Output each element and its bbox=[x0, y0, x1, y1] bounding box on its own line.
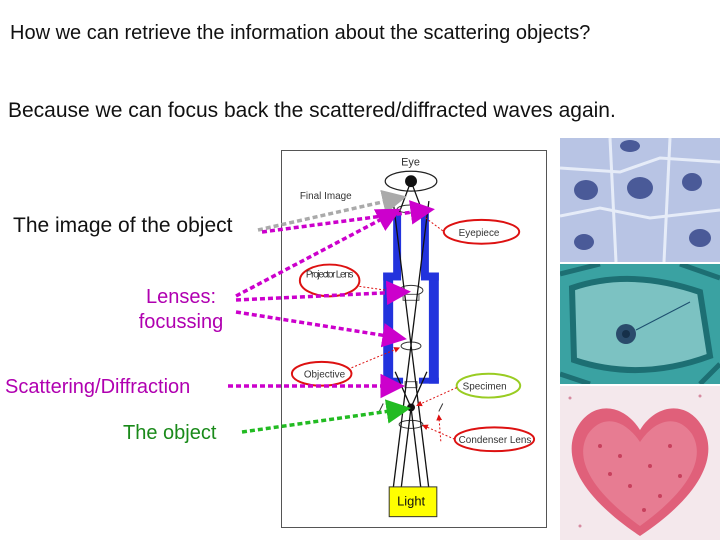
specimen-slide-right bbox=[438, 403, 444, 412]
light-label: Light bbox=[397, 494, 425, 509]
tube-right-lower bbox=[428, 272, 439, 384]
arrow-final-image bbox=[257, 189, 407, 232]
projector-label: Projector Lens bbox=[306, 269, 354, 280]
objective-label: Objective bbox=[304, 370, 346, 381]
projector-oval bbox=[298, 263, 361, 298]
specimen-slide-left bbox=[378, 403, 384, 412]
objective-mount bbox=[404, 381, 418, 389]
title-line-2: Because we can focus back the scattered/… bbox=[8, 99, 616, 122]
arrow-lenses-objective bbox=[235, 310, 407, 348]
tube-left-upper bbox=[393, 212, 402, 273]
tube-shoulder-right bbox=[420, 272, 439, 281]
label-scattering-diffraction: Scattering/Diffraction bbox=[5, 376, 191, 398]
arrow-image-eyepiece bbox=[261, 200, 435, 234]
micrograph-heart-tissue bbox=[560, 386, 720, 540]
tube-right-upper bbox=[420, 212, 429, 273]
eye-label: Eye bbox=[401, 156, 420, 168]
arrow-object-specimen bbox=[241, 399, 411, 434]
eyepiece-label: Eyepiece bbox=[459, 228, 500, 239]
label-lenses-focussing: Lenses: focussing bbox=[138, 286, 224, 333]
condenser-label: Condenser Lens bbox=[459, 435, 532, 446]
condenser-oval bbox=[453, 426, 536, 453]
tube-bottom-right bbox=[418, 377, 439, 384]
eye-outline bbox=[384, 170, 438, 192]
final-image-label: Final Image bbox=[300, 191, 352, 202]
micrograph-plant-cells-teal bbox=[560, 264, 720, 384]
arrow-lenses-image bbox=[235, 280, 411, 306]
micrograph-plant-cells-purple bbox=[560, 138, 720, 262]
label-image-of-object: The image of the object bbox=[13, 214, 233, 237]
eyepiece-oval bbox=[442, 218, 521, 245]
tube-shoulder-left bbox=[383, 272, 402, 281]
specimen-oval bbox=[455, 372, 522, 399]
label-the-object: The object bbox=[123, 422, 217, 444]
arrow-lenses-projector bbox=[235, 208, 402, 298]
light-box bbox=[388, 486, 438, 518]
specimen-label: Specimen bbox=[463, 382, 507, 393]
title-line-1: How we can retrieve the information abou… bbox=[10, 22, 591, 44]
objective-oval bbox=[290, 360, 353, 387]
